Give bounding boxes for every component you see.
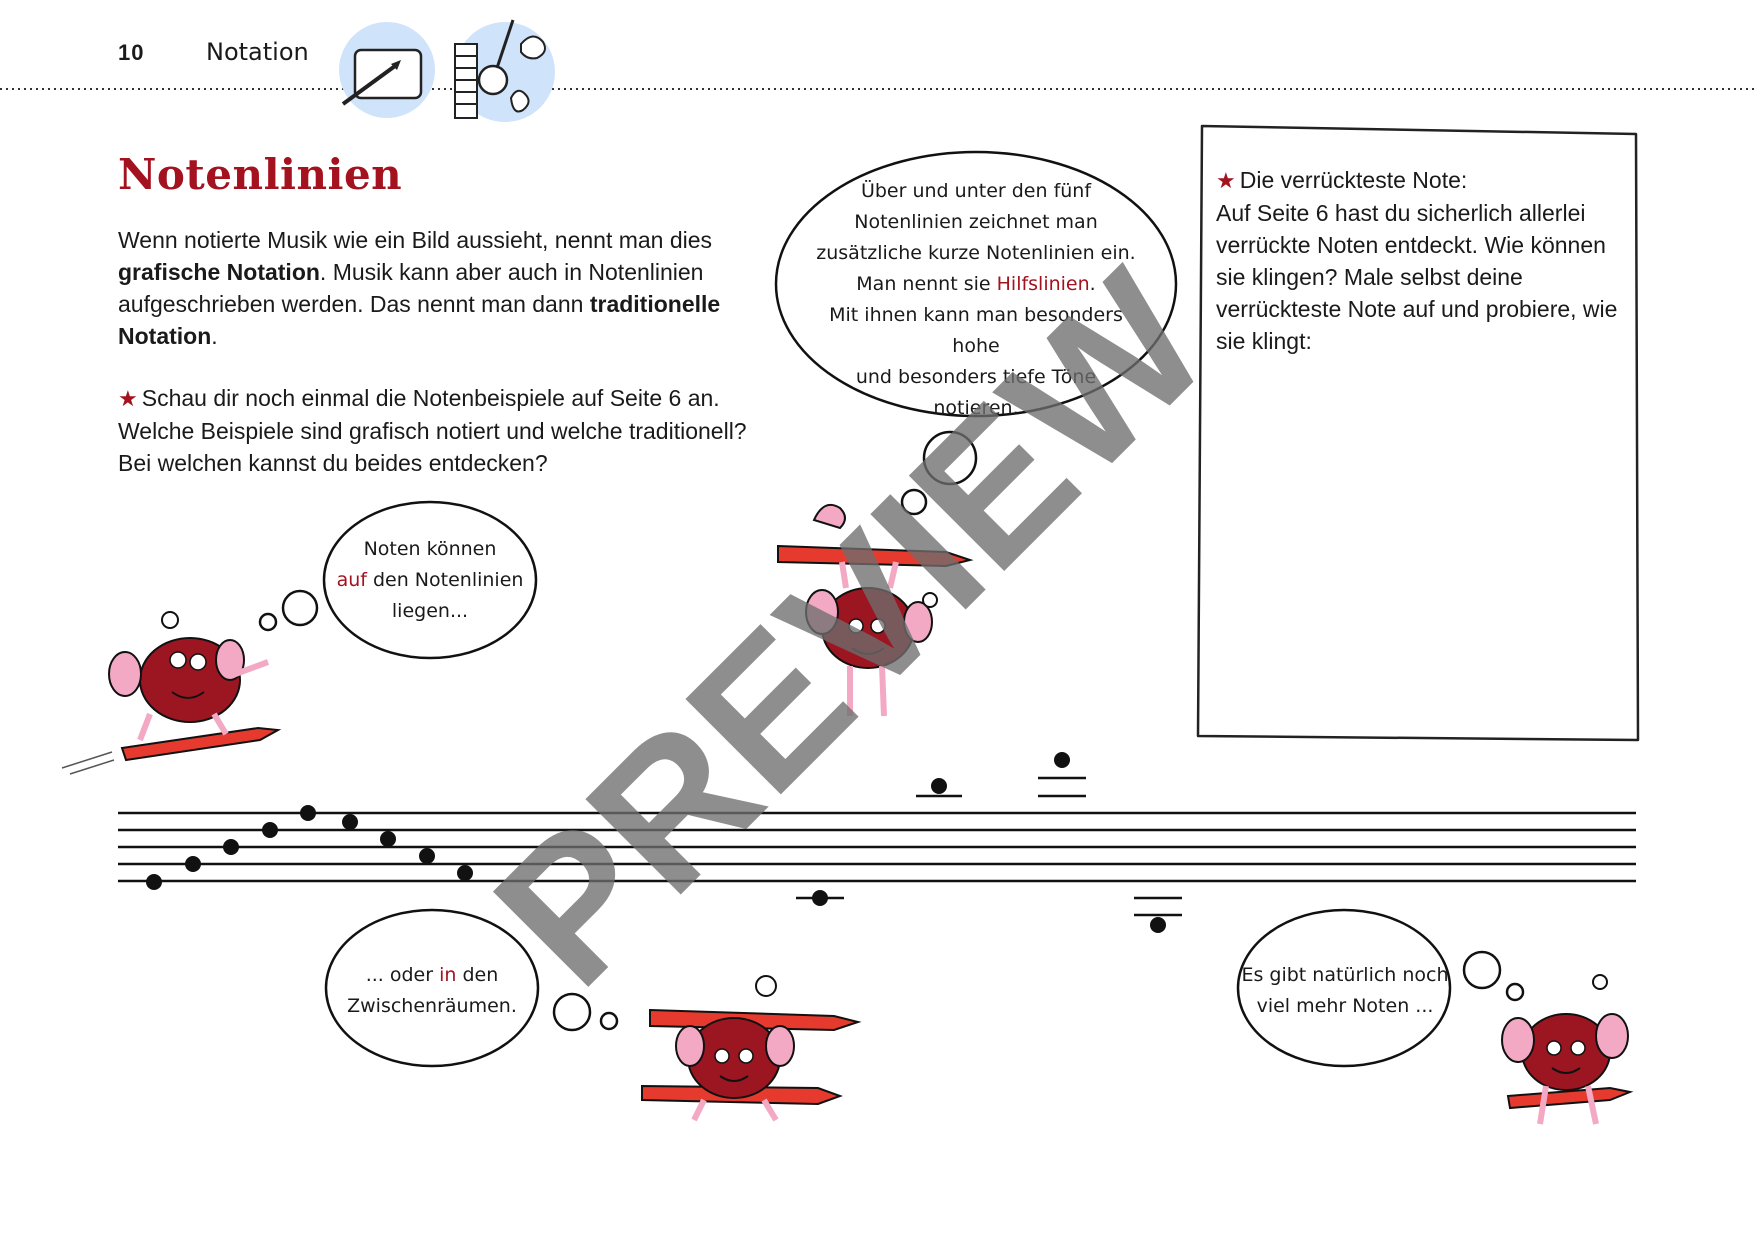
bubble-line: Noten können xyxy=(363,538,497,560)
bubble-line: ... oder in den xyxy=(332,960,532,991)
task-paragraph: ★Schau dir noch einmal die Notenbeispiel… xyxy=(118,382,778,479)
drawing-box[interactable] xyxy=(1196,124,1640,744)
bubble-ledger-text: Über und unter den fünf Notenlinien zeic… xyxy=(806,176,1146,424)
header-divider xyxy=(0,88,1754,90)
monster-surfing-icon xyxy=(61,611,282,775)
bubble-more-notes-text: Es gibt natürlich noch viel mehr Noten .… xyxy=(1240,960,1450,1022)
monster-riding-icon xyxy=(1501,974,1634,1125)
bubble-line-post: . xyxy=(1089,273,1096,295)
music-staff xyxy=(118,811,1636,883)
page-title: Notenlinien xyxy=(118,150,403,199)
intro-text-1: Wenn notierte Musik wie ein Bild aussieh… xyxy=(118,227,713,253)
bubble-line: Es gibt natürlich noch xyxy=(1241,964,1449,986)
box-instructions: Auf Seite 6 hast du sicherlich allerlei … xyxy=(1216,200,1618,354)
bubble-ledger xyxy=(774,150,1178,418)
bubble-on-lines xyxy=(322,500,538,660)
bubble-line-pre: ... oder xyxy=(365,964,440,986)
section-title: Notation xyxy=(206,38,309,66)
page-number: 10 xyxy=(118,40,145,65)
bubble-line: Zwischenräumen. xyxy=(347,995,517,1017)
bubble-line-post: den xyxy=(456,964,499,986)
bubble-line: Mit ihnen kann man besonders hohe xyxy=(829,304,1123,357)
drawing-box-text: ★Die verrückteste Note: Auf Seite 6 hast… xyxy=(1216,164,1626,357)
task-text: Schau dir noch einmal die Notenbeispiele… xyxy=(118,385,747,476)
bubble-highlight: auf xyxy=(336,569,367,591)
bubble-in-spaces xyxy=(324,908,540,1068)
bubble-highlight: in xyxy=(439,964,457,986)
bubble-line: Man nennt sie Hilfslinien. xyxy=(806,269,1146,300)
monster-pencils-icon xyxy=(641,975,862,1122)
instruments-icon xyxy=(454,19,555,122)
intro-text-2: . Musik kann aber auch in Notenlinien au… xyxy=(118,259,704,317)
bubble-line-pre: Man nennt sie xyxy=(856,273,997,295)
box-heading: Die verrückteste Note: xyxy=(1239,167,1468,193)
bubble-line: auf den Notenlinien xyxy=(330,565,530,596)
ledger-notes xyxy=(796,752,1182,933)
monster-hanging-icon xyxy=(777,504,974,717)
intro-bold-traditionelle: traditionelle Notation xyxy=(118,291,721,349)
bubble-in-spaces-text: ... oder in den Zwischenräumen. xyxy=(332,960,532,1022)
bubble-line: notieren. xyxy=(933,397,1019,419)
bubble-line: und besonders tiefe Töne xyxy=(855,366,1097,388)
intro-text-3: . xyxy=(211,323,218,349)
bubble-more-notes xyxy=(1236,908,1452,1068)
drawing-pencil-icon xyxy=(339,22,435,118)
bubble-on-lines-text: Noten können auf den Notenlinien liegen.… xyxy=(330,534,530,627)
intro-bold-grafische: grafische Notation xyxy=(118,259,320,285)
staff-notes xyxy=(146,805,473,890)
bubble-line: liegen... xyxy=(391,600,469,622)
bubble-line: Notenlinien zeichnet man xyxy=(854,211,1098,233)
header-icons xyxy=(339,19,555,122)
star-icon: ★ xyxy=(1216,168,1236,193)
bubble-line: zusätzliche kurze Notenlinien ein. xyxy=(816,242,1136,264)
star-icon: ★ xyxy=(118,386,138,411)
bubble-line: Über und unter den fünf xyxy=(860,180,1092,202)
bubble-line: viel mehr Noten ... xyxy=(1256,995,1434,1017)
intro-paragraph: Wenn notierte Musik wie ein Bild aussieh… xyxy=(118,224,768,352)
bubble-highlight: Hilfslinien xyxy=(996,273,1090,295)
bubble-line-rest: den Notenlinien xyxy=(366,569,524,591)
